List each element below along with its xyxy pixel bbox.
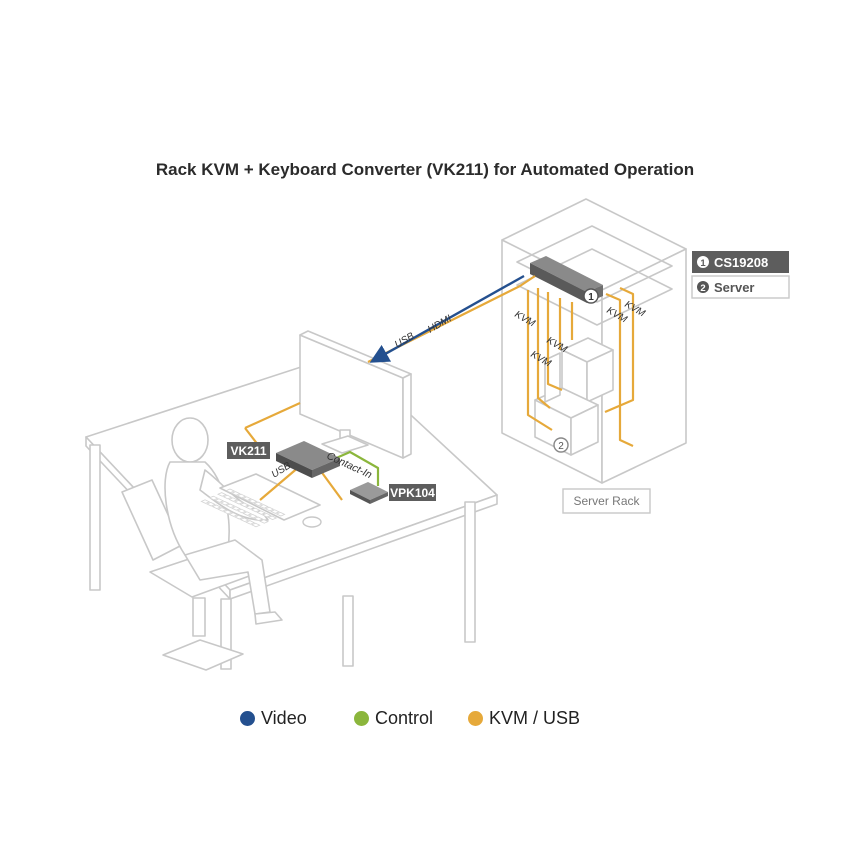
callout-2-number: 2 xyxy=(700,283,705,294)
legend-item-control: Control xyxy=(354,706,433,730)
legend: Video Control KVM / USB xyxy=(0,706,850,730)
legend-dot-kvm-usb xyxy=(468,710,483,726)
usb-line-label: USB xyxy=(393,331,417,351)
legend-label-control: Control xyxy=(375,707,434,728)
hdmi-video-cable xyxy=(369,274,525,363)
keyboard xyxy=(200,473,321,528)
monitor xyxy=(299,330,412,459)
mouse xyxy=(302,516,322,528)
legend-dot-video xyxy=(240,710,255,726)
server-rack xyxy=(501,198,687,484)
hdmi-line-label: HDMI xyxy=(426,313,454,335)
callout-server: 2 Server xyxy=(691,275,790,299)
vpk104-keypad xyxy=(350,482,388,504)
vk211-tag: VK211 xyxy=(227,442,270,459)
server-rack-tag: Server Rack xyxy=(562,488,651,514)
legend-dot-control xyxy=(354,710,369,726)
legend-item-video: Video xyxy=(240,706,307,730)
legend-label-kvm-usb: KVM / USB xyxy=(489,707,581,728)
vk211-device xyxy=(276,441,340,478)
server-rack-label: Server Rack xyxy=(573,494,640,508)
vpk104-tag: VPK104 xyxy=(389,484,436,501)
callout-1-number: 1 xyxy=(700,258,706,269)
svg-text:2: 2 xyxy=(558,441,564,452)
callout-cs19208: 1 CS19208 xyxy=(692,251,789,273)
kvm-usb-cables xyxy=(244,275,635,501)
diagram-title: Rack KVM + Keyboard Converter (VK211) fo… xyxy=(155,160,695,179)
vpk104-label: VPK104 xyxy=(390,486,435,500)
vk211-label: VK211 xyxy=(230,444,266,458)
legend-item-kvm-usb: KVM / USB xyxy=(468,706,580,730)
marker-2: 2 xyxy=(553,437,569,453)
callout-2-label: Server xyxy=(714,280,754,295)
callout-1-label: CS19208 xyxy=(714,255,768,270)
legend-label-video: Video xyxy=(261,707,307,728)
svg-text:1: 1 xyxy=(588,292,594,303)
marker-1: 1 xyxy=(583,288,599,304)
